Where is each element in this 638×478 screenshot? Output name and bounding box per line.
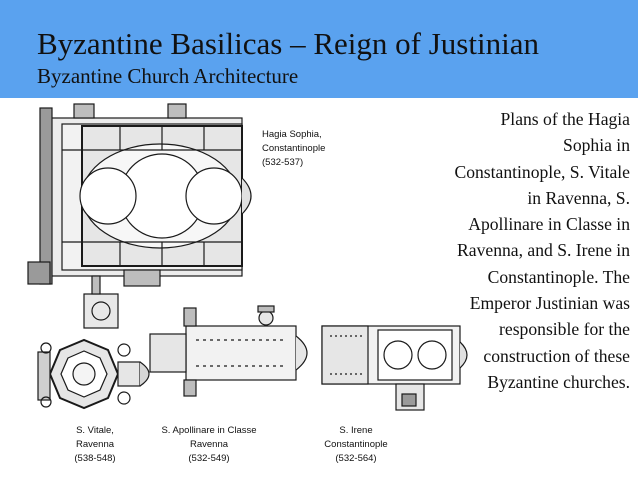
caption-dates: (532-549) [188, 453, 230, 464]
s-vitale-plan [37, 338, 150, 410]
caption-dates: (532-537) [262, 157, 304, 168]
caption-s-vitale: S. Vitale, Ravenna (538-548) [60, 424, 130, 466]
caption-s-apollinare: S. Apollinare in Classe Ravenna (532-549… [150, 424, 268, 466]
caption-place: Constantinople [262, 143, 326, 154]
slide-title: Byzantine Basilicas – Reign of Justinian [37, 26, 539, 61]
slide-subtitle: Byzantine Church Architecture [37, 64, 299, 88]
caption-name: S. Apollinare in Classe [161, 425, 257, 436]
hagia-sophia-plan [27, 103, 252, 329]
s-irene-plan [321, 325, 468, 411]
caption-name: S. Vitale, [76, 425, 114, 436]
caption-place: Ravenna [75, 439, 115, 450]
title-bar [0, 0, 638, 98]
caption-dates: (538-548) [74, 453, 116, 464]
caption-hagia-sophia: Hagia Sophia, Constantinople (532-537) [262, 128, 325, 170]
caption-place: Constantinople [324, 439, 388, 450]
s-apollinare-plan [149, 305, 308, 397]
caption-s-irene: S. Irene Constantinople (532-564) [318, 424, 394, 466]
caption-name: S. Irene [339, 425, 373, 436]
caption-dates: (532-564) [335, 453, 377, 464]
slide-description: Plans of the Hagia Sophia in Constantino… [454, 109, 630, 392]
caption-place: Ravenna [189, 439, 229, 450]
caption-name: Hagia Sophia, [262, 129, 322, 140]
